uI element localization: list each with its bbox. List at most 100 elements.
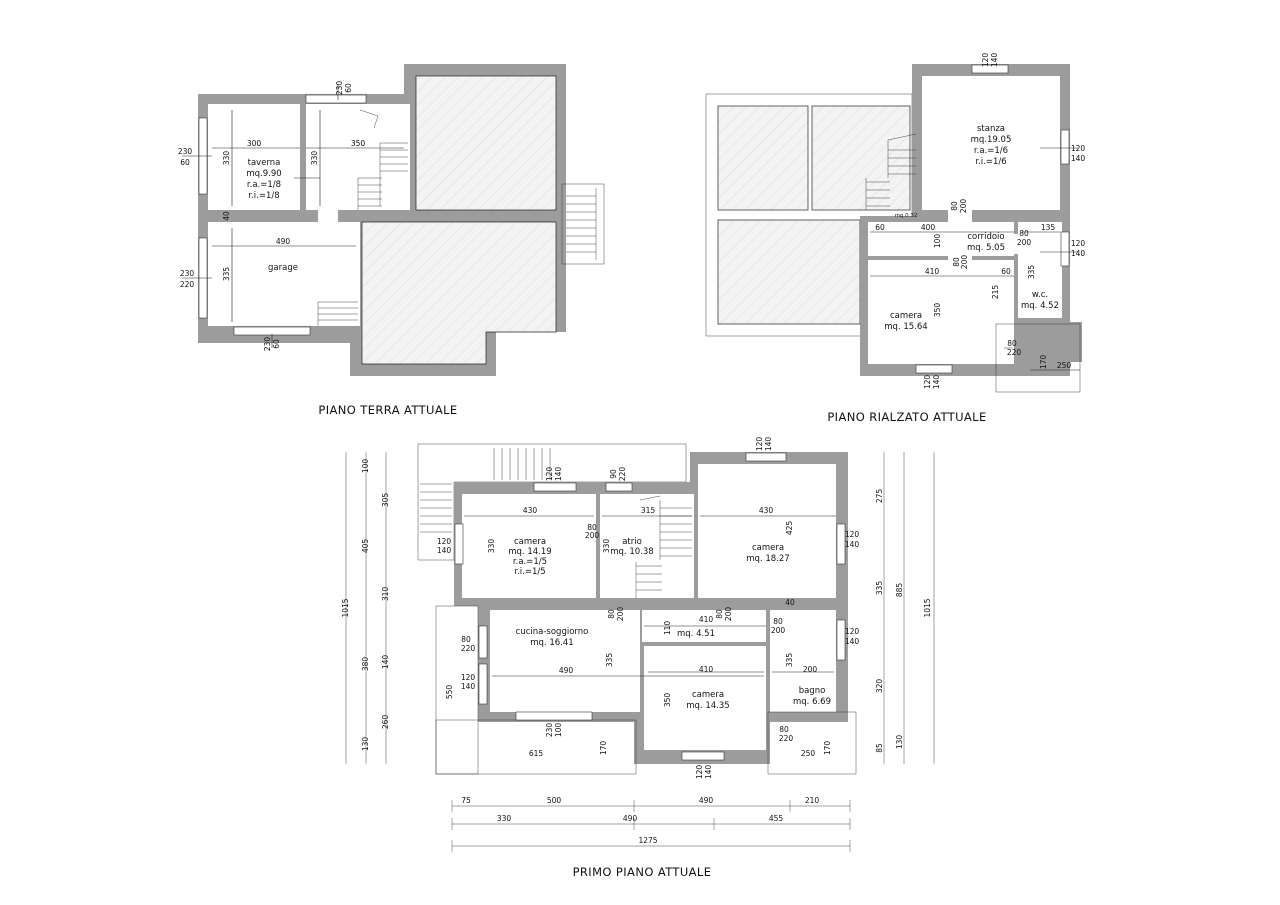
ground-stair — [317, 109, 408, 326]
first-door-cam-w: 80 — [587, 523, 597, 532]
first-bottom-r2-3: 455 — [769, 814, 784, 823]
taverna-room — [208, 104, 300, 210]
camera-label: camera — [890, 311, 922, 321]
first-win-cuc2-w: 120 — [461, 673, 476, 682]
raised-win-r2-h: 140 — [1071, 249, 1086, 258]
first-win-cucina-1 — [478, 625, 488, 659]
first-win-rc-h: 140 — [845, 540, 860, 549]
first-dim-atrio-h: 330 — [602, 539, 611, 554]
first-external-stair — [420, 448, 551, 533]
first-dim-cam3-w: 410 — [699, 665, 714, 674]
first-win-cucina-bottom — [515, 711, 593, 721]
first-dim-cam2-h: 425 — [785, 521, 794, 536]
first-dim-cam1-h: 330 — [487, 539, 496, 554]
ground-win-top-h: 60 — [344, 83, 353, 93]
first-left-chain-3: 405 — [361, 539, 370, 554]
first-dim-balc2-w: 250 — [801, 749, 816, 758]
ground-door — [318, 210, 338, 222]
first-floor-plan: camera mq. 14.19 r.a.=1/5 r.i.=1/5 atrio… — [341, 437, 935, 879]
first-win-tr-h: 140 — [764, 437, 773, 452]
raised-win-r2-w: 120 — [1071, 239, 1086, 248]
raised-top-window — [971, 64, 1009, 74]
first-dim-bagno-w: 200 — [803, 665, 818, 674]
first-door-mid-h: 200 — [724, 607, 733, 622]
raised-door-stanza — [948, 210, 972, 222]
first-floor-title: PRIMO PIANO ATTUALE — [573, 865, 712, 879]
first-win-top-left — [533, 482, 577, 492]
bagno-room — [770, 610, 836, 712]
raised-door-camera-h: 200 — [960, 255, 969, 270]
raised-door-wc — [1014, 234, 1018, 254]
first-dim-cam3-h: 350 — [663, 693, 672, 708]
first-door-cam2-w: 80 — [773, 617, 783, 626]
first-dim-balc-h: 170 — [599, 741, 608, 756]
taverna-ri: r.i.=1/8 — [248, 191, 279, 201]
first-left-total: 1015 — [341, 598, 350, 617]
first-right-chain-5: 130 — [895, 735, 904, 750]
raised-door-wc-w: 80 — [1019, 229, 1029, 238]
first-win-camera3 — [681, 751, 725, 761]
first-right-total: 1015 — [923, 598, 932, 617]
atrio-label: atrio — [622, 537, 642, 547]
first-win-bagno-w: 120 — [845, 627, 860, 636]
raised-door-camera-w: 80 — [952, 257, 961, 267]
garage-label: garage — [268, 263, 298, 273]
first-dim-bagno-h: 335 — [785, 653, 794, 668]
first-dim-cucina-w: 490 — [559, 666, 574, 675]
taverna-label: taverna — [248, 158, 281, 168]
raised-dim-balcony-h: 170 — [1039, 355, 1048, 370]
camera1-label: camera — [514, 537, 546, 547]
raised-dim-corr-sub: 215 — [991, 285, 1000, 300]
stanza-ri: r.i.=1/6 — [975, 157, 1006, 167]
raised-stair — [865, 133, 917, 210]
camera2-area: mq. 18.27 — [746, 554, 789, 564]
raised-dim-camera-w: 410 — [925, 267, 940, 276]
camera2-label: camera — [752, 543, 784, 553]
raised-door-stanza-w: 80 — [950, 201, 959, 211]
raised-door-wc-h: 200 — [1017, 238, 1032, 247]
first-right-chain-4: 85 — [875, 743, 884, 753]
ground-dim-stair-h: 330 — [310, 151, 319, 166]
first-dim-wall40: 40 — [785, 598, 795, 607]
corridoio-room — [868, 222, 1014, 256]
ground-win-left2-w: 230 — [180, 269, 195, 278]
wc-label: w.c. — [1032, 290, 1048, 300]
first-win-tm-w: 90 — [609, 469, 618, 479]
first-left-chain-6: 140 — [381, 655, 390, 670]
raised-right-window-1 — [1060, 129, 1070, 165]
first-dim-cucina-h: 335 — [605, 653, 614, 668]
first-door-atrio-w: 80 — [607, 609, 616, 619]
first-bottom-r1-4: 210 — [805, 796, 820, 805]
taverna-ra: r.a.=1/8 — [247, 180, 281, 190]
wc-room — [1018, 222, 1062, 318]
first-win-cuc2-h: 140 — [461, 682, 476, 691]
ground-hatched-area-1 — [415, 75, 557, 211]
ground-win-bottom-h: 60 — [272, 339, 281, 349]
camera1-ra: r.a.=1/5 — [513, 557, 547, 567]
raised-door-balcony-h: 220 — [1007, 348, 1022, 357]
raised-hatched-1 — [717, 105, 809, 211]
camera-room — [868, 260, 1014, 364]
first-left-chain-4: 310 — [381, 587, 390, 602]
camera1-room — [462, 494, 596, 598]
first-dim-atrio-w: 315 — [641, 506, 656, 515]
first-left-chain-1: 100 — [361, 459, 370, 474]
raised-dim-wc-w: 135 — [1041, 223, 1056, 232]
first-win-cucina-2 — [478, 663, 488, 705]
first-win-lc-w: 120 — [437, 537, 452, 546]
first-left-chain-8: 130 — [361, 737, 370, 752]
first-win-cam3-w: 120 — [695, 765, 704, 780]
raised-bottom-window — [915, 364, 953, 374]
first-bottom-total: 1275 — [638, 836, 657, 845]
first-bottom-r1-2: 500 — [547, 796, 562, 805]
raised-dim-balcony-w: 250 — [1057, 361, 1072, 370]
ground-win-left2-h: 220 — [180, 280, 195, 289]
first-door-cam3-w: 80 — [779, 725, 789, 734]
first-win-top-right — [745, 452, 787, 462]
first-door-atrio-h: 200 — [616, 607, 625, 622]
raised-balcony — [995, 323, 1081, 393]
first-right-sub: 885 — [895, 583, 904, 598]
first-win-cucb-h: 100 — [554, 723, 563, 738]
first-left-chain-5: 380 — [361, 657, 370, 672]
raised-win-top-w: 120 — [981, 53, 990, 68]
